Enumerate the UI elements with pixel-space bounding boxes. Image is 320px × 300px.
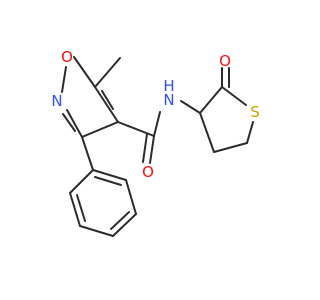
molecule-structure-diagram: O N N H O O S <box>51 48 260 237</box>
ring-oxygen-label: O <box>61 48 73 66</box>
ring-nitrogen-label: N <box>51 92 62 110</box>
bond-ph2-ph3-inner <box>76 194 86 222</box>
bond-ph4-ph5 <box>112 213 137 237</box>
bond-s-ch2 <box>246 121 254 144</box>
bond-ph6-ph1-inner <box>94 176 122 186</box>
bond-c5-c4 <box>94 86 119 123</box>
bond-co-s <box>221 86 247 106</box>
bond-ch-co <box>199 86 223 114</box>
amide-hydrogen-label: H <box>163 77 174 95</box>
bond-ch2-ch <box>199 112 215 153</box>
bond-n-ch <box>180 100 201 114</box>
bond-ph4-ph5-inner <box>110 211 130 230</box>
bond-ph3-ph4 <box>79 225 114 237</box>
bond-o1-c5 <box>73 56 96 88</box>
bond-c3-n2 <box>66 109 83 138</box>
bond-c5-c4-double <box>101 90 114 110</box>
bond-c4-carbonyl <box>117 121 155 137</box>
bond-n2-o1 <box>61 66 67 93</box>
bond-c3-n2-double <box>62 113 76 132</box>
bond-ph5-ph6 <box>125 179 137 215</box>
bond-ph6-ph1 <box>92 169 127 181</box>
bonds <box>61 56 254 237</box>
lactone-oxygen-label: O <box>219 52 231 70</box>
amide-nitrogen-label: N <box>163 91 174 109</box>
bond-ph2-ph3 <box>69 192 81 227</box>
bond-c5-methyl <box>94 57 121 88</box>
amide-oxygen-label: O <box>142 163 154 181</box>
atom-labels: O N N H O O S <box>51 48 259 181</box>
thio-sulfur-label: S <box>250 103 260 121</box>
bond-ch2-ch2 <box>213 142 248 153</box>
bond-carbonyl-o-double <box>142 133 148 163</box>
bond-c3-phenyl <box>81 136 94 171</box>
bond-ph1-ph2 <box>69 169 94 194</box>
bond-c4-c3 <box>81 121 119 138</box>
bond-carbonyl-n <box>153 111 161 137</box>
bond-carbonyl-o <box>149 135 155 164</box>
